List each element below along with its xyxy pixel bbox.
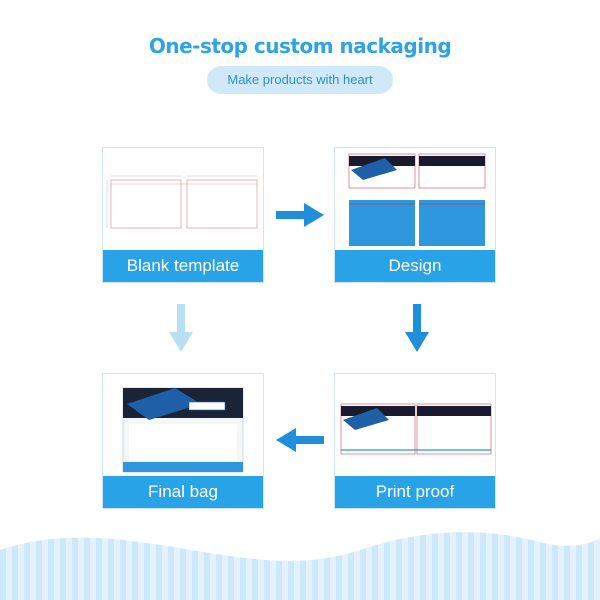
subtitle-pill: Make products with heart xyxy=(207,66,393,94)
step-card-final-bag: Final bag xyxy=(102,373,264,509)
step-card-print-proof: Print proof xyxy=(334,373,496,509)
arrow-right-icon xyxy=(276,203,324,227)
design-preview xyxy=(348,153,486,246)
page-title: One-stop custom nackaging xyxy=(148,34,452,58)
final-bag-preview xyxy=(122,387,244,473)
blank-template-preview xyxy=(106,175,258,229)
step-label: Print proof xyxy=(335,476,495,508)
print-proof-preview xyxy=(340,403,492,455)
decorative-wave xyxy=(0,532,600,600)
step-label: Blank template xyxy=(103,250,263,282)
step-card-design: Design xyxy=(334,147,496,283)
arrow-left-icon xyxy=(276,428,324,452)
arrow-down-icon xyxy=(405,304,429,352)
arrow-down-light-icon xyxy=(169,304,193,352)
step-card-blank-template: Blank template xyxy=(102,147,264,283)
step-label: Design xyxy=(335,250,495,282)
step-label: Final bag xyxy=(103,476,263,508)
